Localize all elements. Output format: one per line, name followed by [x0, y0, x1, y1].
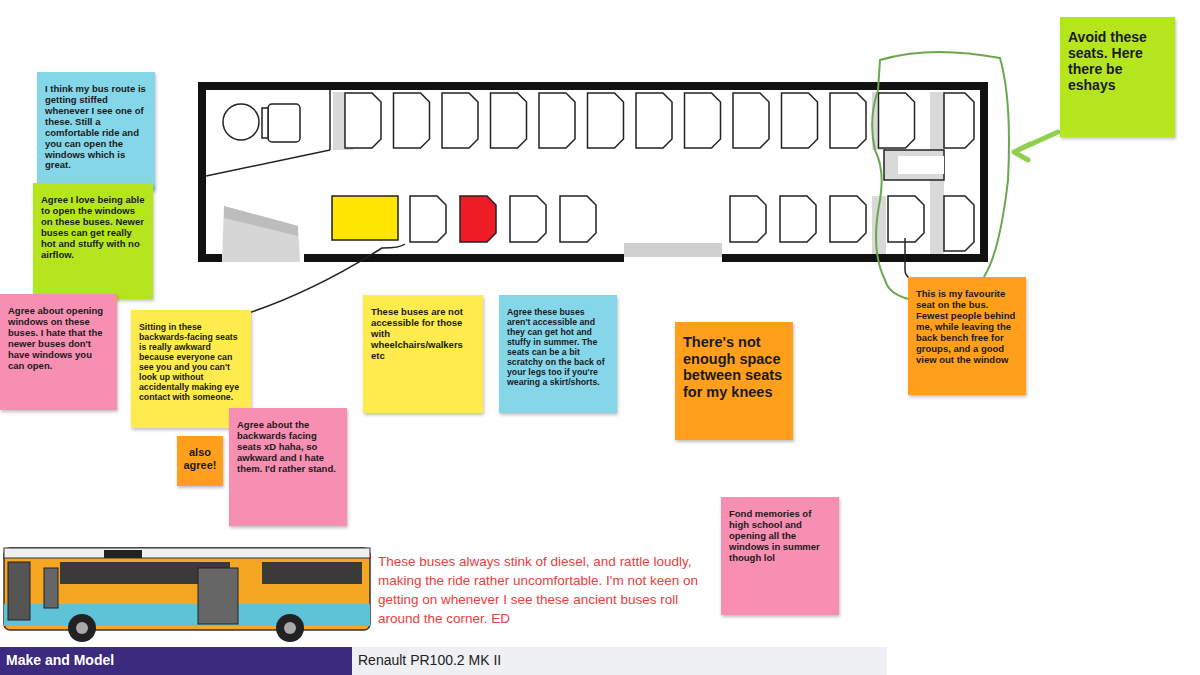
- sticky-note: These buses are not accessible for those…: [363, 295, 483, 413]
- seat: [460, 196, 496, 242]
- note-text: I think my bus route is getting stiffed …: [45, 84, 147, 171]
- seat: [636, 93, 672, 148]
- cell-text: Make and Model: [6, 652, 346, 668]
- note-text: Agree about opening windows on these bus…: [8, 306, 109, 372]
- seat: [442, 93, 478, 148]
- seat: [588, 93, 624, 148]
- sticky-note: Agree about opening windows on these bus…: [0, 294, 117, 410]
- seat: [730, 196, 766, 242]
- seat: [780, 196, 816, 242]
- note-text: These buses are not accessible for those…: [371, 307, 475, 362]
- seat: [944, 93, 974, 148]
- seat: [944, 196, 974, 251]
- rear-door: [624, 243, 722, 257]
- driver-seat: [268, 104, 300, 142]
- aisle-bar: [884, 150, 944, 180]
- seat: [539, 93, 575, 148]
- comment-text: These buses always stink of diesel, and …: [378, 553, 723, 629]
- seat: [491, 93, 527, 148]
- seat: [888, 196, 924, 242]
- sticky-note: Agree about the backwards facing seats x…: [229, 408, 347, 526]
- front-door-steps: [222, 206, 300, 262]
- sticky-note: Avoid these seats. Here there be eshays: [1060, 17, 1175, 137]
- steering-wheel: [223, 104, 259, 140]
- seat: [345, 93, 381, 148]
- note-text: also agree!: [180, 446, 220, 471]
- seat: [510, 196, 546, 242]
- sticky-note: Fond memories of high school and opening…: [721, 497, 839, 615]
- highlight-loop: [872, 52, 1009, 302]
- note-text: Agree I love being able to open the wind…: [41, 195, 145, 261]
- leader-line: [905, 238, 912, 280]
- table-cell: Renault PR100.2 MK II: [352, 647, 887, 675]
- seat: [394, 93, 430, 148]
- note-text: Fond memories of high school and opening…: [729, 509, 831, 564]
- cab-divider: [329, 90, 331, 150]
- yellow-seat: [332, 196, 398, 240]
- note-text: Agree about the backwards facing seats x…: [237, 420, 339, 475]
- seat: [733, 93, 769, 148]
- aisle-bar-inner: [898, 156, 944, 174]
- seat-plan: [206, 90, 974, 262]
- cell-text: Renault PR100.2 MK II: [358, 652, 881, 668]
- seat: [410, 196, 446, 242]
- table-cell: Make and Model: [0, 647, 352, 675]
- bus-outline: [202, 86, 984, 258]
- seat: [782, 93, 818, 148]
- sticky-note: There's not enough space between seats f…: [675, 322, 793, 440]
- sticky-note: Agree I love being able to open the wind…: [33, 183, 153, 299]
- driver-seat-arm: [262, 108, 268, 138]
- seat: [685, 93, 721, 148]
- cab-divider: [206, 150, 330, 176]
- seat: [879, 93, 915, 148]
- seat: [560, 196, 596, 242]
- note-text: Agree these buses aren't accessible and …: [507, 307, 609, 387]
- note-text: There's not enough space between seats f…: [683, 334, 785, 401]
- note-text: Avoid these seats. Here there be eshays: [1068, 29, 1167, 93]
- bus-side-view: [4, 548, 370, 642]
- front-door-steps: [224, 206, 298, 236]
- seat: [830, 196, 866, 242]
- sticky-note: I think my bus route is getting stiffed …: [37, 72, 155, 190]
- seat: [830, 93, 866, 148]
- highlight-arrow: [1014, 132, 1058, 160]
- sticky-note: This is my favourite seat on the bus. Fe…: [908, 277, 1026, 395]
- note-text: This is my favourite seat on the bus. Fe…: [916, 289, 1018, 365]
- sticky-note: also agree!: [177, 436, 223, 486]
- sticky-note: Agree these buses aren't accessible and …: [499, 295, 617, 413]
- note-text: Sitting in these backwards-facing seats …: [139, 322, 243, 402]
